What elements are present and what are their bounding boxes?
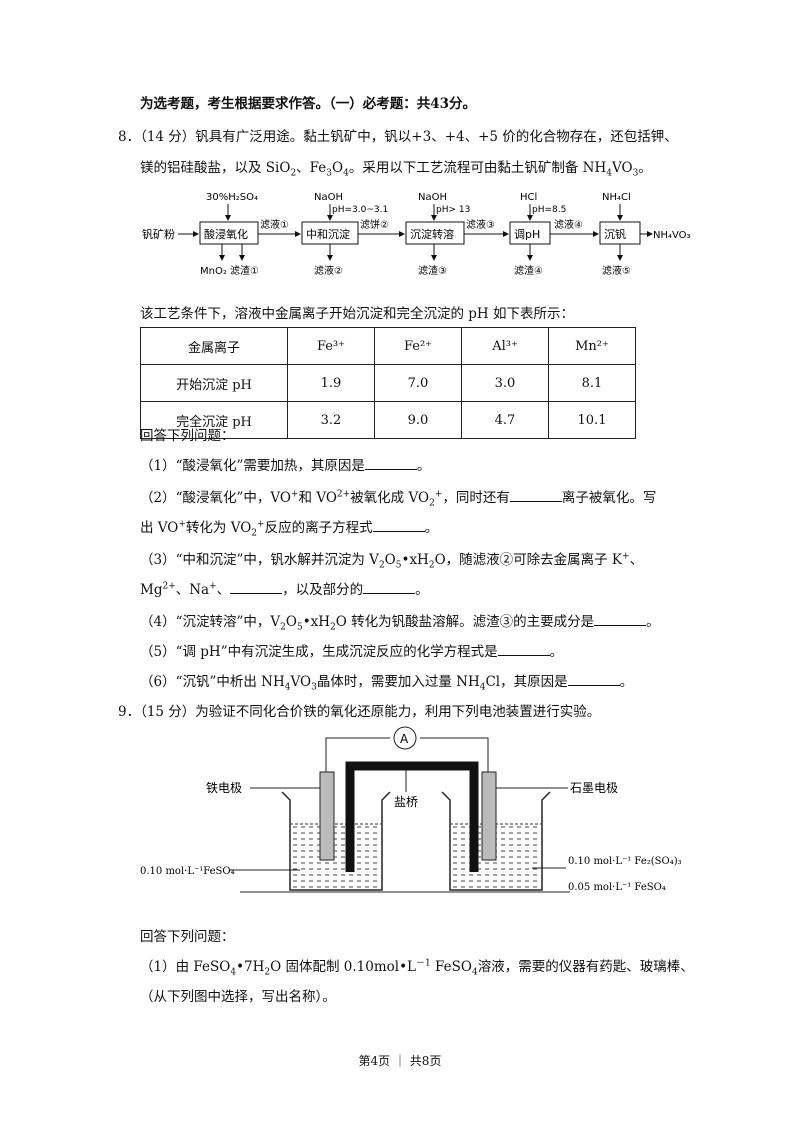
table-row: 开始沉淀 pH 1.9 7.0 3.0 8.1 bbox=[140, 364, 636, 402]
right-solution-label-1: 0.10 mol·L⁻¹ Fe₂(SO₄)₃ bbox=[568, 856, 682, 867]
table-cell: 9.0 bbox=[374, 401, 462, 439]
section-header: 为选考题，考生根据要求作答。（一）必考题：共43分。 bbox=[140, 96, 477, 112]
answer-blank[interactable] bbox=[230, 580, 283, 594]
salt-bridge bbox=[345, 761, 479, 872]
flow-box-vanadium-precip-label: 沉钒 bbox=[604, 227, 626, 241]
flow-filtrate-1: 滤液① bbox=[260, 218, 289, 231]
flow-byproduct-2: 滤液② bbox=[314, 264, 343, 277]
table-header-cell: Mn²⁺ bbox=[548, 327, 636, 365]
answer-blank[interactable] bbox=[594, 612, 647, 626]
flow-condition-3: pH=8.5 bbox=[532, 205, 566, 215]
galvanic-cell-diagram: A 铁电极 石墨电极 盐桥 0.10 mol·L⁻¹FeSO₄ 0.10 bbox=[140, 722, 700, 906]
ammeter-icon bbox=[393, 726, 417, 750]
ammeter-label: A bbox=[400, 732, 409, 746]
q8-intro-line1: 8．（14 分）钒具有广泛用途。黏土钒矿中，钒以+3、+4、+5 价的化合物存在… bbox=[118, 129, 678, 145]
q8-part1: （1）“酸浸氧化”需要加热，其原因是。 bbox=[140, 456, 431, 474]
left-beaker bbox=[281, 791, 391, 891]
ph-table: 金属离子 Fe³⁺ Fe²⁺ Al³⁺ Mn²⁺ 开始沉淀 pH 1.9 7.0… bbox=[140, 327, 636, 439]
flow-reagent-3: NaOH bbox=[418, 192, 447, 203]
flow-box-redissolve bbox=[405, 221, 465, 245]
table-row: 完全沉淀 pH 3.2 9.0 4.7 10.1 bbox=[140, 401, 636, 439]
table-cell: 4.7 bbox=[461, 401, 549, 439]
right-beaker bbox=[441, 791, 551, 891]
flow-filtrate-3: 滤液③ bbox=[466, 218, 495, 231]
q8-part2: （2）“酸浸氧化”中，VO+和 VO2+被氧化成 VO2+，同时还有离子被氧化。… bbox=[140, 488, 657, 509]
table-header-row: 金属离子 Fe³⁺ Fe²⁺ Al³⁺ Mn²⁺ bbox=[140, 327, 636, 365]
flow-box-redissolve-label: 沉淀转溶 bbox=[410, 227, 454, 241]
q8-part3: （3）“中和沉淀”中，钒水解并沉淀为 V2O5•xH2O，随滤液②可除去金属离子… bbox=[140, 551, 644, 571]
flow-box-acid-leach bbox=[199, 221, 259, 245]
answer-blank[interactable] bbox=[497, 642, 550, 656]
right-solution-label-2: 0.05 mol·L⁻¹ FeSO₄ bbox=[568, 882, 666, 893]
flow-byproduct-3: 滤渣③ bbox=[418, 264, 447, 277]
table-intro: 该工艺条件下，溶液中金属离子开始沉淀和完全沉淀的 pH 如下表所示： bbox=[140, 306, 574, 322]
q8-part6: （6）“沉钒”中析出 NH4VO3晶体时，需要加入过量 NH4Cl，其原因是。 bbox=[140, 672, 634, 693]
q9-part1-cont: （从下列图中选择，写出名称）。 bbox=[140, 989, 336, 1005]
flow-product-label: NH₄VO₃ bbox=[653, 230, 691, 241]
flow-condition-2: pH> 13 bbox=[436, 205, 470, 215]
answer-blank[interactable] bbox=[364, 456, 417, 470]
q8-answer-prompt: 回答下列问题： bbox=[140, 428, 235, 444]
answer-blank[interactable] bbox=[567, 672, 620, 686]
q8-part4: （4）“沉淀转溶”中，V2O5•xH2O 转化为钒酸盐溶解。滤渣③的主要成分是。 bbox=[140, 612, 660, 633]
answer-blank[interactable] bbox=[372, 518, 425, 532]
flow-start-label: 钒矿粉 bbox=[142, 227, 175, 241]
table-header-cell: Fe³⁺ bbox=[287, 327, 375, 365]
flow-reagent-2: NaOH bbox=[314, 192, 343, 203]
table-header-cell: Fe²⁺ bbox=[374, 327, 462, 365]
table-header-cell: Al³⁺ bbox=[461, 327, 549, 365]
table-cell: 开始沉淀 pH bbox=[140, 364, 288, 402]
table-cell: 10.1 bbox=[548, 401, 636, 439]
q8-intro-line2: 镁的铝硅酸盐，以及 SiO2、Fe3O4。采用以下工艺流程可由黏土钒矿制备 NH… bbox=[140, 160, 652, 179]
flow-byproduct-5: 滤液⑤ bbox=[602, 264, 631, 277]
table-cell: 3.2 bbox=[287, 401, 375, 439]
q9-part1: （1）由 FeSO4•7H2O 固体配制 0.10mol•L－1 FeSO4溶液… bbox=[140, 958, 694, 978]
table-cell: 8.1 bbox=[548, 364, 636, 402]
q8-part3-cont: Mg2+、Na+、，以及部分的。 bbox=[140, 580, 429, 598]
flow-box-neutralize-label: 中和沉淀 bbox=[306, 227, 350, 241]
flow-reagent-4: HCl bbox=[520, 192, 537, 203]
flow-reagent-1: 30%H₂SO₄ bbox=[206, 192, 258, 203]
q9-intro: 9．（15 分）为验证不同化合价铁的氧化还原能力，利用下列电池装置进行实验。 bbox=[118, 704, 601, 720]
answer-blank[interactable] bbox=[509, 488, 562, 502]
graphite-electrode-label: 石墨电极 bbox=[570, 781, 618, 795]
left-solution-label: 0.10 mol·L⁻¹FeSO₄ bbox=[140, 866, 235, 877]
page-footer: 第4页 ｜ 共8页 bbox=[358, 1054, 442, 1068]
iron-electrode bbox=[319, 771, 335, 861]
iron-electrode-label: 铁电极 bbox=[206, 781, 242, 795]
table-cell: 3.0 bbox=[461, 364, 549, 402]
flow-box-adjust-ph-label: 调pH bbox=[514, 228, 540, 241]
flow-condition-1: pH=3.0~3.1 bbox=[332, 205, 388, 215]
q8-part2-cont: 出 VO+转化为 VO2+反应的离子方程式。 bbox=[140, 518, 439, 539]
answer-blank[interactable] bbox=[363, 580, 416, 594]
salt-bridge-label: 盐桥 bbox=[394, 795, 418, 809]
flow-filtrate-2: 滤饼② bbox=[360, 218, 389, 231]
flow-byproduct-1: MnO₂ 滤渣① bbox=[200, 264, 259, 277]
table-cell: 1.9 bbox=[287, 364, 375, 402]
flow-filtrate-4: 滤液④ bbox=[554, 218, 583, 231]
flow-byproduct-4: 滤渣④ bbox=[514, 264, 543, 277]
q9-answer-prompt: 回答下列问题： bbox=[140, 929, 235, 945]
flow-reagent-5: NH₄Cl bbox=[602, 192, 631, 203]
flow-box-acid-leach-label: 酸浸氧化 bbox=[204, 227, 248, 241]
table-header-cell: 金属离子 bbox=[140, 327, 288, 365]
table-cell: 7.0 bbox=[374, 364, 462, 402]
q8-part5: （5）“调 pH”中有沉淀生成，生成沉淀反应的化学方程式是。 bbox=[140, 642, 564, 660]
table-cell: 完全沉淀 pH bbox=[140, 401, 288, 439]
process-flow-diagram: 钒矿粉 酸浸氧化 中和沉淀 沉淀转溶 调pH 沉钒 NH₄VO₃ 滤液① 滤饼②… bbox=[142, 188, 702, 292]
graphite-electrode bbox=[481, 771, 497, 861]
